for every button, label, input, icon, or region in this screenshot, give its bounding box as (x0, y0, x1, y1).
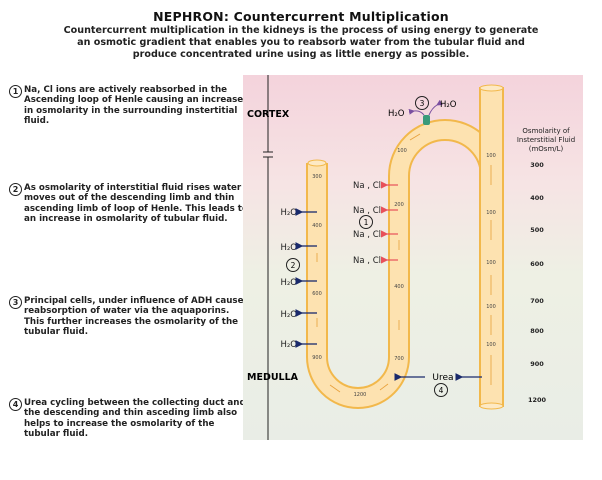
nacl-label: Na , Cl (353, 256, 381, 266)
urea-label: Urea (432, 373, 453, 383)
osmolarity-value: 600 (530, 260, 544, 268)
step-number: 4 (9, 398, 22, 411)
step-markers: 1 2 3 4 (286, 96, 448, 397)
collecting-duct-value: 100 (486, 342, 496, 348)
osmolarity-value: 500 (530, 226, 544, 234)
ascending-value: 200 (394, 202, 404, 208)
osmolarity-header: Osmolarity of Insterstitial Fluid (mOsm/… (517, 127, 575, 153)
water-label: H₂O (281, 243, 298, 253)
collecting-duct-value: 100 (486, 304, 496, 310)
step-text: Principal cells, under influence of ADH … (24, 296, 244, 337)
water-labels: H₂O H₂O H₂O H₂O H₂O (281, 208, 298, 350)
marker-1: 1 (364, 218, 369, 227)
aquaporin-arrows (408, 99, 443, 116)
water-label: H₂O (281, 208, 298, 218)
step-text: Na, Cl ions are actively reabsorbed in t… (24, 85, 244, 126)
collecting-duct-value: 100 (486, 210, 496, 216)
nacl-label: Na , Cl (353, 230, 381, 240)
region-axis (263, 75, 273, 440)
water-label: H₂O (440, 100, 457, 110)
medulla-label: MEDULLA (247, 372, 299, 383)
step-number: 3 (9, 296, 22, 309)
subtitle: Countercurrent multiplication in the kid… (63, 25, 539, 60)
tube-values: 300 400 600 900 1200 100 200 400 700 100… (312, 148, 496, 398)
water-label: H₂O (281, 340, 298, 350)
descending-value: 900 (312, 355, 322, 361)
step-number: 2 (9, 183, 22, 196)
water-label: H₂O (388, 109, 405, 119)
ascending-value: 700 (394, 356, 404, 362)
water-arrows (295, 208, 317, 348)
page-title: NEPHRON: Countercurrent Multiplication (153, 9, 449, 24)
collecting-duct-value: 100 (486, 153, 496, 159)
nacl-label: Na , Cl (353, 206, 381, 216)
osmolarity-header-line: Osmolarity of (522, 127, 570, 135)
loop-bottom-value: 1200 (354, 392, 367, 398)
nacl-label: Na , Cl (353, 181, 381, 191)
step-text: Urea cycling between the collecting duct… (24, 398, 246, 439)
nacl-arrows (381, 181, 398, 264)
osmolarity-value: 800 (530, 327, 544, 335)
marker-2: 2 (291, 261, 296, 270)
aquaporin-icon (423, 115, 430, 125)
osmolarity-value: 1200 (528, 396, 547, 404)
collecting-duct-value: 100 (486, 260, 496, 266)
osmolarity-header-line: Insterstitial Fluid (517, 136, 575, 144)
step-number: 1 (9, 85, 22, 98)
marker-3: 3 (420, 99, 425, 108)
nacl-labels: Na , Cl Na , Cl Na , Cl Na , Cl (353, 181, 381, 266)
marker-4: 4 (439, 386, 444, 395)
osmolarity-value: 900 (530, 360, 544, 368)
cortex-label: CORTEX (247, 109, 290, 120)
water-label: H₂O (281, 278, 298, 288)
descending-value: 400 (312, 223, 322, 229)
osmolarity-value: 700 (530, 297, 544, 305)
osmolarity-value: 300 (530, 161, 544, 169)
water-label: H₂O (281, 310, 298, 320)
descending-value: 300 (312, 174, 322, 180)
flow-arrows (316, 133, 492, 393)
ascending-value: 100 (397, 148, 407, 154)
osmolarity-value: 400 (530, 194, 544, 202)
ascending-value: 400 (394, 284, 404, 290)
descending-value: 600 (312, 291, 322, 297)
collecting-duct (479, 84, 504, 410)
osmolarity-scale: 300 400 500 600 700 800 900 1200 (528, 161, 547, 404)
loop-of-henle (306, 119, 502, 409)
step-text: As osmolarity of interstitial fluid rise… (24, 183, 248, 224)
osmolarity-header-line: (mOsm/L) (529, 145, 564, 153)
